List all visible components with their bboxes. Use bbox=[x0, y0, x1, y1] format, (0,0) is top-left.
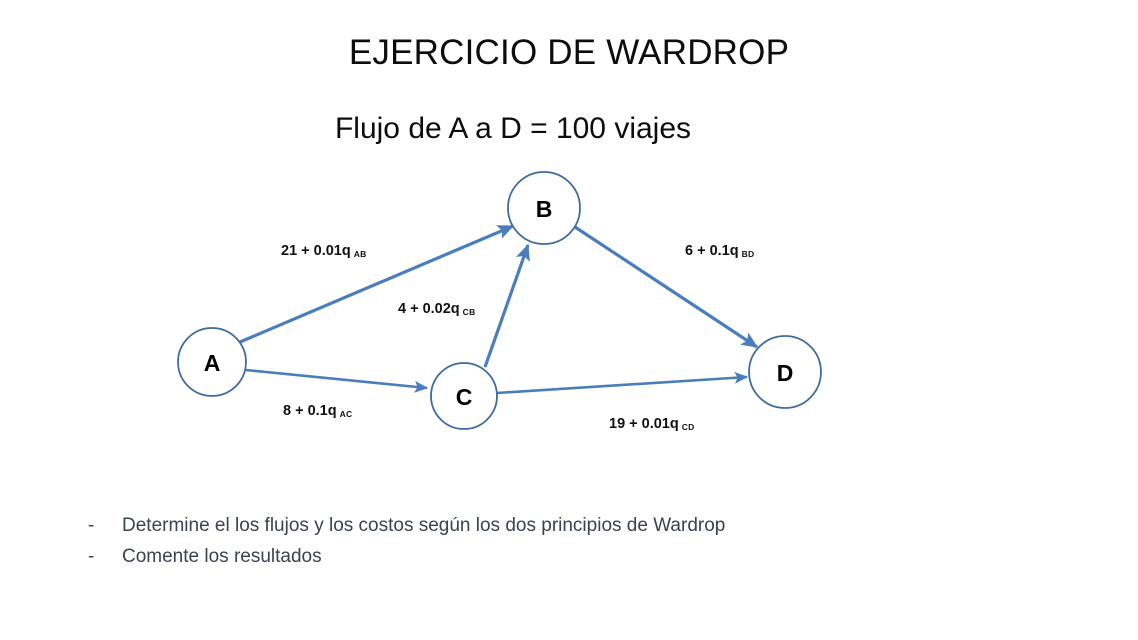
bullet-dash-icon: - bbox=[88, 546, 95, 567]
edge-label-ab-subscript: AB bbox=[353, 249, 367, 259]
edge-label-cd-subscript: CD bbox=[681, 422, 695, 432]
edge-label-cb-text: 4 + 0.02q bbox=[398, 301, 460, 317]
list-item: - Comente los resultados bbox=[88, 541, 988, 572]
edge-label-ab-text: 21 + 0.01q bbox=[281, 243, 351, 259]
edge-a-to-c bbox=[245, 368, 429, 393]
edge-label-bd-subscript: BD bbox=[741, 249, 755, 259]
node-a[interactable]: A bbox=[177, 327, 247, 397]
node-b[interactable]: B bbox=[507, 171, 581, 245]
node-d[interactable]: D bbox=[748, 335, 822, 409]
edge-label-bd-text: 6 + 0.1q bbox=[685, 243, 739, 259]
node-c-label: C bbox=[456, 384, 473, 410]
node-b-label: B bbox=[536, 196, 553, 222]
edge-label-ac-subscript: AC bbox=[339, 409, 353, 419]
page-title: EJERCICIO DE WARDROP bbox=[348, 33, 790, 72]
bullet-dash-icon: - bbox=[88, 515, 95, 536]
node-d-label: D bbox=[777, 360, 794, 386]
node-a-label: A bbox=[204, 350, 221, 376]
edge-label-ac-text: 8 + 0.1q bbox=[283, 403, 337, 419]
list-item: - Determine el los flujos y los costos s… bbox=[88, 510, 988, 541]
edge-a-to-b bbox=[239, 224, 515, 344]
task-list: - Determine el los flujos y los costos s… bbox=[88, 510, 988, 572]
task-text: Determine el los flujos y los costos seg… bbox=[122, 515, 726, 536]
edge-c-to-b bbox=[483, 243, 530, 368]
slide-subtitle: Flujo de A a D = 100 viajes bbox=[334, 112, 692, 145]
edge-c-to-d bbox=[496, 371, 749, 395]
edge-label-cd-text: 19 + 0.01q bbox=[609, 416, 679, 432]
edge-label-cb-subscript: CB bbox=[462, 307, 476, 317]
task-text: Comente los resultados bbox=[122, 546, 322, 567]
node-c[interactable]: C bbox=[430, 362, 498, 430]
edge-b-to-d bbox=[574, 225, 759, 349]
